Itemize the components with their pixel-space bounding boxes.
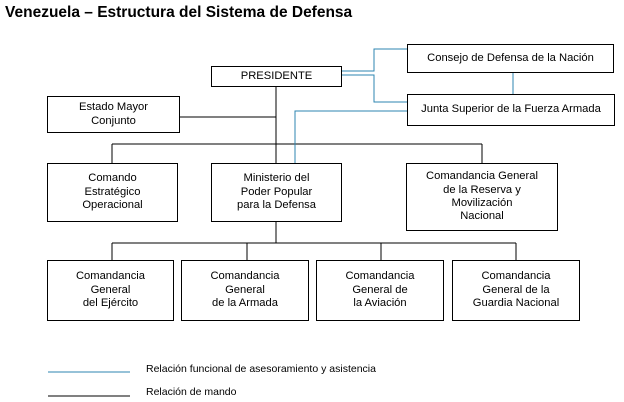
legend-functional-label: Relación funcional de asesoramiento y as… (146, 363, 376, 375)
node-presidente: PRESIDENTE (211, 66, 342, 87)
node-junta-superior: Junta Superior de la Fuerza Armada (407, 94, 615, 126)
node-aviacion: Comandancia General de la Aviación (316, 260, 444, 321)
diagram-title: Venezuela – Estructura del Sistema de De… (5, 4, 353, 21)
node-ministerio-defensa: Ministerio del Poder Popular para la Def… (211, 163, 342, 222)
node-comando-estrategico: Comando Estratégico Operacional (47, 163, 178, 222)
presidente-junta-line (342, 74, 407, 103)
presidente-consejo-line (342, 48, 407, 72)
junta-ministerio-line (294, 110, 407, 163)
legend-command-label: Relación de mando (146, 386, 237, 398)
node-guardia-nacional: Comandancia General de la Guardia Nacion… (452, 260, 580, 321)
node-reserva-movilizacion: Comandancia General de la Reserva y Movi… (406, 163, 558, 231)
node-estado-mayor: Estado Mayor Conjunto (47, 96, 180, 133)
node-ejercito: Comandancia General del Ejército (47, 260, 174, 321)
node-consejo-defensa: Consejo de Defensa de la Nación (407, 44, 614, 73)
node-armada: Comandancia General de la Armada (181, 260, 309, 321)
functional-lines (294, 48, 514, 163)
